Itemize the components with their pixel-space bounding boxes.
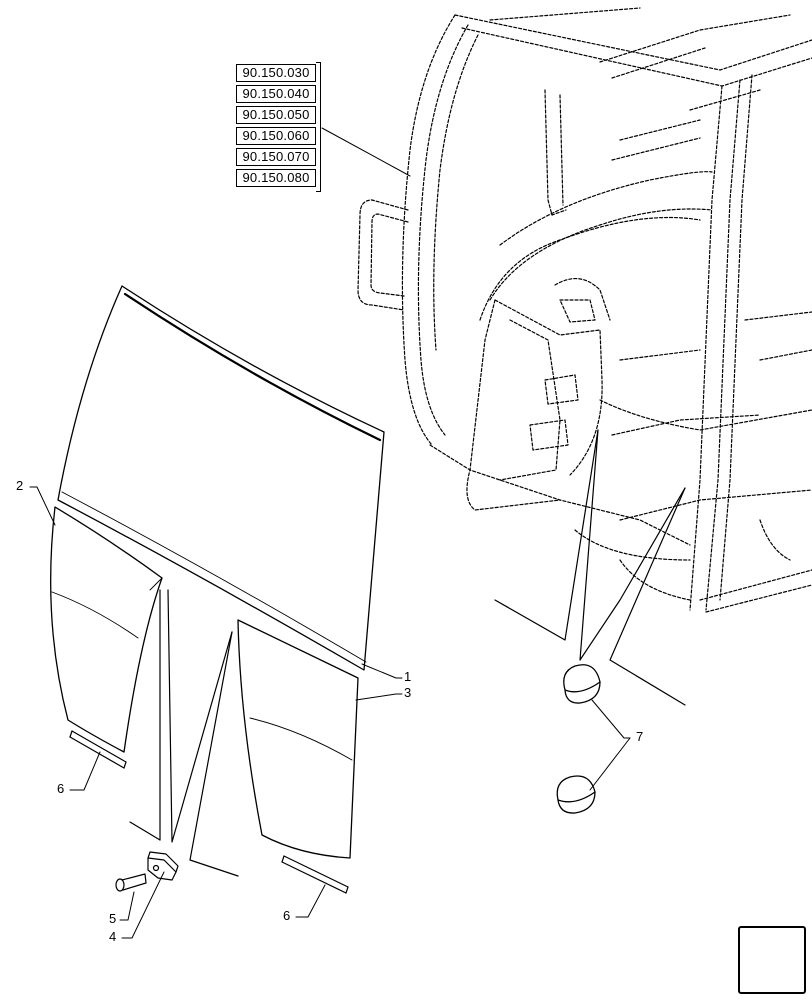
cap-part-upper [563, 664, 601, 704]
callout-2: 2 [16, 478, 24, 493]
left-lower-panel [50, 506, 163, 753]
reference-bracket [316, 62, 321, 192]
seal-strip-right [281, 855, 349, 894]
reference-code-box[interactable]: 90.150.050 [236, 106, 316, 124]
callout-7: 7 [636, 729, 644, 744]
leader-lines [29, 127, 631, 939]
assembly-lines [129, 429, 686, 877]
reference-code-box[interactable]: 90.150.040 [236, 85, 316, 103]
callout-5: 5 [109, 911, 117, 926]
clip-part [147, 851, 179, 881]
right-lower-panel [237, 619, 359, 859]
callout-6-right: 6 [283, 908, 291, 923]
callout-4: 4 [109, 929, 117, 944]
reference-code-box[interactable]: 90.150.030 [236, 64, 316, 82]
bolt-part [115, 873, 147, 892]
reference-code-box[interactable]: 90.150.080 [236, 169, 316, 187]
next-page-button[interactable] [738, 926, 806, 994]
callout-6-left: 6 [57, 781, 65, 796]
callout-1: 1 [404, 669, 412, 684]
seal-strip-left [69, 730, 127, 769]
windscreen-panel [57, 285, 385, 671]
cab-frame [357, 7, 812, 613]
cap-part-lower [556, 775, 596, 814]
reference-code-box[interactable]: 90.150.060 [236, 127, 316, 145]
reference-code-box[interactable]: 90.150.070 [236, 148, 316, 166]
callout-3: 3 [404, 685, 412, 700]
